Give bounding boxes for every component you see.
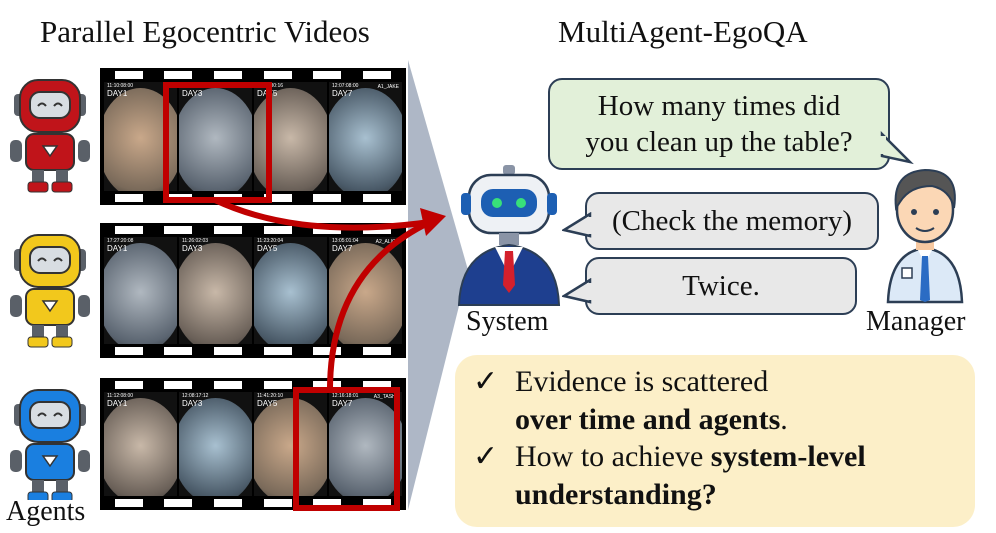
frame-day: DAY3 [182,88,203,98]
frame-timestamp: 11:23:20:04 [257,238,284,244]
takeaway-1-text: Evidence is scattered [515,365,769,398]
highlight-box-day3 [163,82,272,203]
manager-label: Manager [866,306,966,337]
takeaway-2-bold-2: understanding? [515,477,717,511]
agent-robots [10,79,90,500]
frame-timestamp: 11:12:08:00 [107,393,134,399]
question-line-2: you clean up the table? [585,126,853,159]
takeaway-1-bold: over time and agents [515,402,781,436]
agent-id: A2_ALICE [375,239,399,245]
frame-day: DAY7 [332,398,353,408]
question-line-1: How many times did [597,90,841,122]
frame-day: DAY7 [332,243,353,253]
frame-day: DAY3 [182,243,203,253]
system-robot-icon [457,165,561,306]
manager-icon [886,168,964,304]
left-title: Parallel Egocentric Videos [40,14,370,49]
frame-day: DAY7 [332,88,353,98]
agent-id: A1_JAKE [377,84,399,90]
frame-day: DAY1 [107,398,128,408]
frame-day: DAY1 [107,243,128,253]
takeaways-box: ✓ Evidence is scattered over time and ag… [455,355,975,527]
check-icon: ✓ [473,365,499,398]
thought-bubble-tail-icon [562,212,592,238]
system-label: System [466,306,549,337]
answer-bubble-tail-icon [562,278,592,304]
evidence-arrow-1 [213,197,431,231]
frame-timestamp: 11:26:02:03 [182,238,209,244]
takeaway-2-text: How to achieve [515,440,711,473]
takeaway-1-tail: . [780,402,788,436]
frame-day: DAY1 [107,88,128,98]
check-icon: ✓ [473,440,499,473]
frame-timestamp: 12:07:08:00 [332,83,359,89]
question-bubble-tail-icon [880,130,914,165]
agent-robot-icon [10,389,90,500]
takeaway-1: ✓ Evidence is scattered over time and ag… [455,363,975,438]
highlight-box-day7 [293,387,400,511]
evidence-arrow-2 [327,219,432,391]
frame-timestamp: 12:16:18:01 [332,393,359,399]
agents-label: Agents [6,496,86,527]
takeaway-2: ✓ How to achieve system-level understand… [455,438,975,513]
agent-robot-icon [10,79,90,193]
flow-arrow-icon [408,60,468,510]
frame-timestamp: 12:08:17:12 [182,393,209,399]
agent-robot-icon [10,234,90,348]
frame-day: DAY5 [257,398,278,408]
frame-timestamp: 17:27:20:08 [107,238,134,244]
arrowhead-icon [420,208,446,236]
right-title: MultiAgent-EgoQA [558,14,808,49]
frame-timestamp: 11:41:20:10 [257,393,284,399]
answer-bubble: Twice. [585,257,857,315]
thought-bubble: (Check the memory) [585,192,879,250]
agent-id: A3_TASHA [373,394,399,400]
question-bubble: How many times did you clean up the tabl… [548,78,890,170]
frame-timestamp: 11:10:08:00 [107,83,134,89]
takeaway-2-bold: system-level [710,440,866,473]
frame-day: DAY3 [182,398,203,408]
frame-timestamp: 13:05:01:04 [332,238,359,244]
frame-day: DAY5 [257,243,278,253]
